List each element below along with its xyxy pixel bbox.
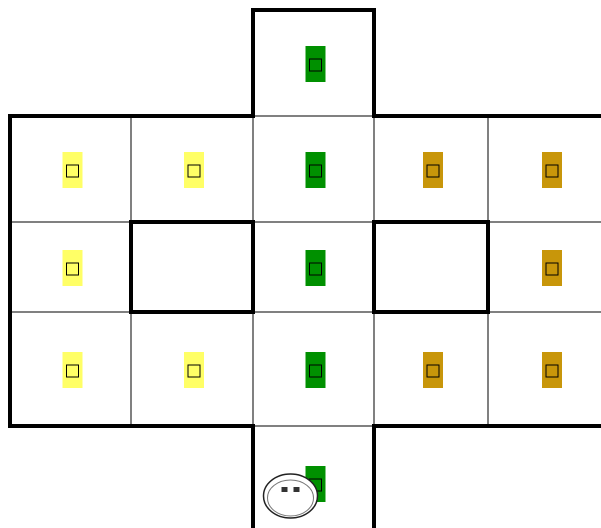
- green-tile-block: [306, 46, 326, 82]
- yellow-tile-block: [63, 352, 83, 388]
- blocked-cell-r2-c1: [131, 222, 253, 312]
- outer-wall-bottom-right: [374, 426, 601, 528]
- yellow-tile-block: [63, 152, 83, 188]
- board-cell-r2-c1[interactable]: [131, 222, 253, 312]
- yellow-tile-r3-c0[interactable]: [63, 352, 83, 388]
- gold-tile-block: [542, 352, 562, 388]
- green-tile-r1-c2[interactable]: [306, 152, 326, 188]
- green-tile-block: [306, 152, 326, 188]
- yellow-tile-block: [63, 250, 83, 286]
- gold-tile-r3-c3[interactable]: [423, 352, 443, 388]
- blocked-cell-r2-c3: [374, 222, 488, 312]
- yellow-tile-r3-c1[interactable]: [184, 352, 204, 388]
- green-tile-r3-c2[interactable]: [306, 352, 326, 388]
- player-layer: [264, 474, 318, 518]
- yellow-tile-block: [184, 152, 204, 188]
- gold-tile-r1-c3[interactable]: [423, 152, 443, 188]
- yellow-tile-r2-c0[interactable]: [63, 250, 83, 286]
- green-tile-r0-c2[interactable]: [306, 46, 326, 82]
- gold-tile-block: [542, 152, 562, 188]
- green-tile-block: [306, 250, 326, 286]
- gold-tile-r3-c4[interactable]: [542, 352, 562, 388]
- gold-tile-block: [423, 352, 443, 388]
- yellow-tile-r1-c1[interactable]: [184, 152, 204, 188]
- gold-tile-r1-c4[interactable]: [542, 152, 562, 188]
- yellow-tile-r1-c0[interactable]: [63, 152, 83, 188]
- green-tile-block: [306, 352, 326, 388]
- yellow-tile-block: [184, 352, 204, 388]
- ghost-body: [264, 474, 318, 518]
- ghost-right-eye: [294, 487, 300, 492]
- ghost-player-icon[interactable]: [264, 474, 318, 518]
- board-cell-r2-c3[interactable]: [374, 222, 488, 312]
- green-tile-r2-c2[interactable]: [306, 250, 326, 286]
- gold-tile-block: [542, 250, 562, 286]
- gold-tile-block: [423, 152, 443, 188]
- gold-tile-r2-c4[interactable]: [542, 250, 562, 286]
- ghost-left-eye: [282, 487, 288, 492]
